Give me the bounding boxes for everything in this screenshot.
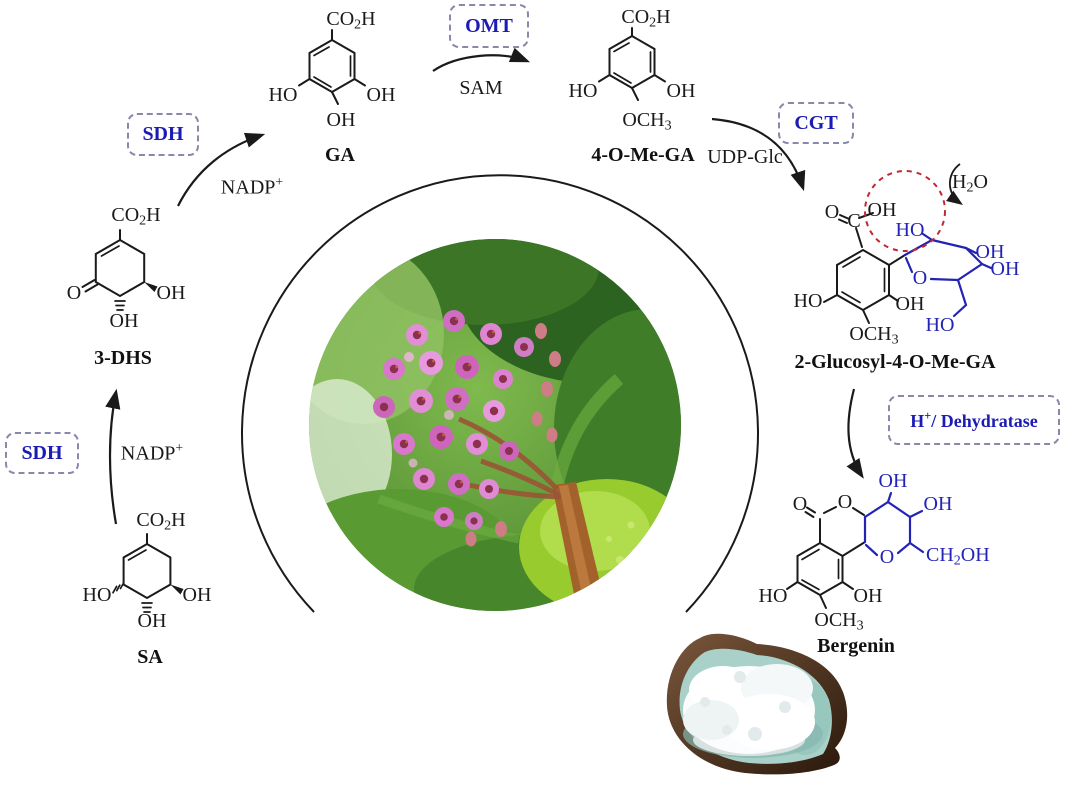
enzyme-box-sdh-upper: SDH (127, 113, 199, 156)
dhs-oh-right-label: OH (157, 282, 186, 304)
nadp-upper-label: NADP+ (220, 174, 284, 199)
ga-oh-right-label: OH (367, 84, 396, 106)
enzyme-box-cgt: CGT (778, 102, 854, 144)
bergenin-powder-bowl (666, 633, 848, 775)
berg-oh-top-label: OH (879, 470, 908, 492)
nadp-lower-label: NADP+ (120, 440, 184, 465)
arrow-dhs-to-ga (177, 132, 266, 207)
enzyme-label-dehydratase: H+/ Dehydratase (910, 408, 1038, 431)
glucosyl-me-ga-name-label: 2-Glucosyl-4-O-Me-GA (794, 351, 996, 373)
udp-glc-label: UDP-Glc (707, 146, 783, 168)
berg-o-carbonyl-label: O (793, 493, 807, 515)
dehydration-site-highlight (864, 170, 946, 252)
dhs-oh-bottom-label: OH (110, 310, 139, 332)
bergenin-name-label: Bergenin (817, 635, 895, 657)
mega-och3-label: OCH3 (622, 109, 671, 134)
sa-ho-label: HO (83, 584, 112, 606)
enzyme-label-sdh-upper: SDH (142, 123, 184, 145)
glc-oh-ring-label: OH (896, 293, 925, 315)
sa-oh-right-label: OH (183, 584, 212, 606)
outer-circle-arc (241, 174, 759, 613)
berg-och3-label: OCH3 (814, 609, 863, 634)
glc-o-pyran-label: O (913, 267, 927, 289)
bergenia-flower-photo (309, 239, 681, 611)
arrow-ga-to-mega (432, 47, 531, 72)
ga-oh-bottom-label: OH (327, 109, 356, 131)
enzyme-label-cgt: CGT (794, 111, 838, 134)
glc-oh-acid-label: OH (868, 199, 897, 221)
me-ga-name-label: 4-O-Me-GA (591, 144, 695, 166)
glc-oh2-label: OH (991, 258, 1020, 280)
enzyme-label-sdh-lower: SDH (21, 441, 63, 464)
ga-name-label: GA (325, 144, 355, 166)
powder-heap (683, 664, 815, 756)
glc-ho-left-label: HO (794, 290, 823, 312)
berg-o-pyran-label: O (880, 546, 894, 568)
glc-ho-ch2-label: HO (926, 314, 955, 336)
glc-o-carbonyl-label: O (825, 201, 839, 223)
sa-structure: CO2H HO OH OH (83, 509, 212, 632)
mega-co2h-label: CO2H (621, 6, 670, 31)
water-release-arrow (946, 163, 963, 206)
bergenin-structure: O O OH OH CH2OH O HO OH OCH3 (759, 470, 990, 634)
enzyme-box-omt: OMT (449, 4, 529, 48)
mega-oh-right-label: OH (667, 80, 696, 102)
glucosyl-me-ga-structure: O C OH HO OH OCH3 HO OH OH O HO H2O (794, 163, 1020, 348)
sa-co2h-label: CO2H (136, 509, 185, 534)
berg-oh-phenol-label: OH (854, 585, 883, 607)
berg-o-ester-label: O (838, 491, 852, 513)
flower-cluster (373, 310, 561, 547)
me-ga-structure: CO2H HO OH OCH3 (569, 6, 696, 134)
enzyme-box-dehydratase: H+/ Dehydratase (888, 395, 1060, 445)
water-label: H2O (952, 171, 988, 196)
berg-ch2oh-label: CH2OH (926, 544, 990, 569)
dhs-name-label: 3-DHS (94, 347, 152, 369)
sam-label: SAM (459, 77, 503, 99)
ga-co2h-label: CO2H (326, 8, 375, 33)
berg-oh-right-label: OH (924, 493, 953, 515)
arrow-mega-to-glc (711, 117, 806, 192)
glc-och3-label: OCH3 (849, 323, 898, 348)
enzyme-box-sdh-lower: SDH (5, 432, 79, 474)
glc-ho-glc-label: HO (896, 219, 925, 241)
dhs-co2h-label: CO2H (111, 204, 160, 229)
mega-ho-label: HO (569, 80, 598, 102)
sa-oh-bottom-label: OH (138, 610, 167, 632)
dhs-ketone-o-label: O (67, 282, 81, 304)
enzyme-label-omt: OMT (465, 14, 513, 37)
arrow-sa-to-dhs (105, 388, 121, 525)
ga-ho-label: HO (269, 84, 298, 106)
dhs-structure: CO2H O OH OH (67, 204, 186, 332)
arrow-glc-to-bergenin (846, 388, 864, 479)
ga-structure: CO2H HO OH OH (269, 8, 396, 131)
berg-ho-left-label: HO (759, 585, 788, 607)
glc-c-label: C (847, 210, 860, 232)
sa-name-label: SA (137, 646, 163, 668)
glc-oh1-label: OH (976, 241, 1005, 263)
